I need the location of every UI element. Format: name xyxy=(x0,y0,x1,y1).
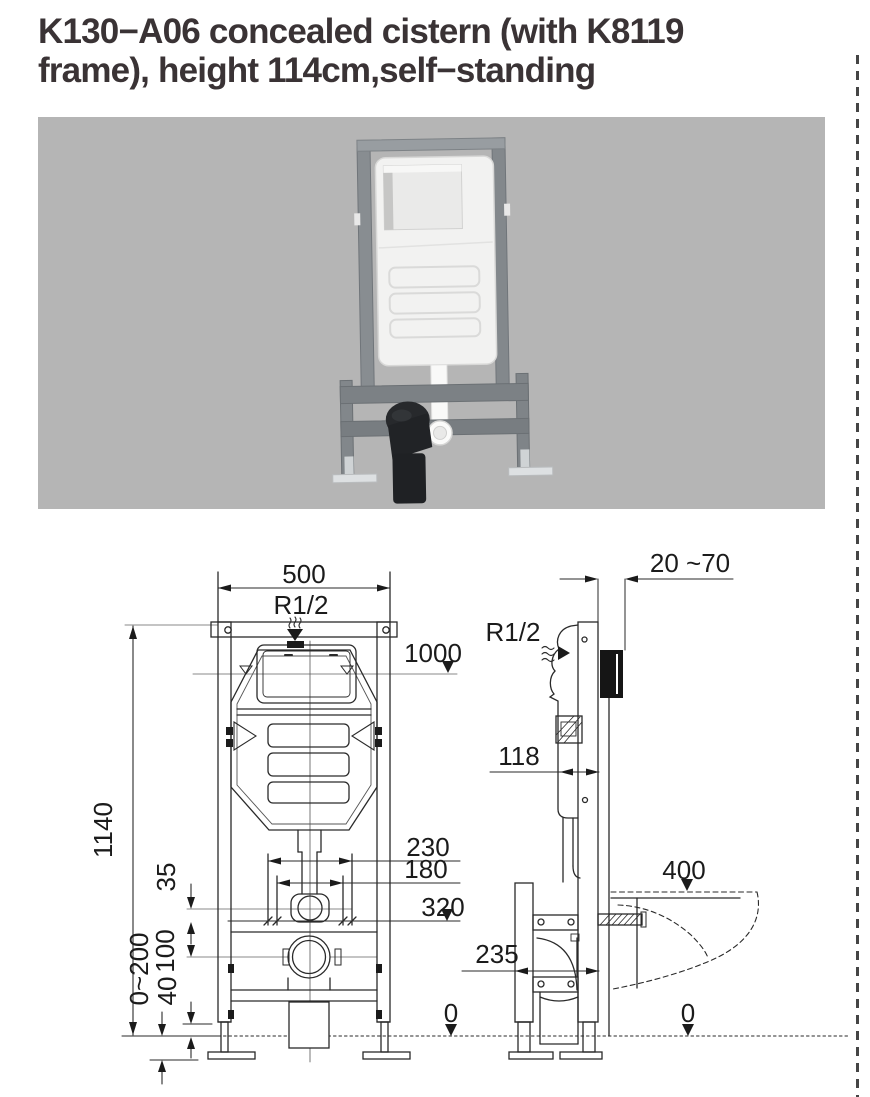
lower-brace xyxy=(532,976,579,993)
fixing-rod xyxy=(597,913,643,926)
flush-bend-housing xyxy=(290,893,330,923)
lower-crossbar-top xyxy=(339,382,529,405)
product-photo xyxy=(38,117,825,509)
side-view xyxy=(461,578,759,1060)
cistern-rib xyxy=(388,291,481,315)
dim-inlet-front: R1/2 xyxy=(274,590,329,620)
right-foot-plate xyxy=(508,466,554,477)
water-inlet-squiggle xyxy=(288,616,302,629)
rear-foot-plate xyxy=(559,1051,603,1060)
dim-40: 40 xyxy=(152,977,182,1006)
rail-clip xyxy=(504,203,511,216)
drain-elbow-body xyxy=(387,413,433,460)
cistern-seam xyxy=(378,241,493,249)
screw-hole xyxy=(581,796,589,804)
rail-clip xyxy=(354,213,361,226)
frame-left-rail xyxy=(217,621,232,1023)
left-foot-post xyxy=(344,456,354,477)
cistern-outline xyxy=(230,649,378,831)
front-view-arrows xyxy=(129,584,457,1072)
dimension-labels: 500 R1/2 1000 1140 230 180 320 35 100 40… xyxy=(88,550,730,1028)
dim-180: 180 xyxy=(404,854,447,884)
access-box-side xyxy=(383,165,394,230)
water-inlet-squiggle xyxy=(541,645,555,663)
drain-pipe xyxy=(392,453,427,504)
fill-valve xyxy=(555,715,583,744)
floor-level-marker xyxy=(445,1024,457,1036)
product-title-line2: frame), height 114cm,self−standing xyxy=(38,51,596,90)
access-panel xyxy=(256,644,357,704)
drain-elbow-highlight xyxy=(391,409,412,422)
front-foot-plate xyxy=(508,1051,554,1060)
side-floor-level: 0 xyxy=(681,998,695,1028)
frame-top-rail xyxy=(210,621,398,638)
dim-1000: 1000 xyxy=(404,638,462,668)
water-level-mark xyxy=(340,665,354,675)
floor-level-marker xyxy=(682,1024,694,1036)
frame-top-bar xyxy=(356,137,506,152)
drain-pipe-front xyxy=(288,1001,330,1049)
level-320-marker xyxy=(441,909,453,921)
inlet-arrow xyxy=(558,646,570,660)
screw-hole xyxy=(382,626,390,634)
product-title-line1: K130−A06 concealed cistern (with K8119 xyxy=(38,12,684,51)
drain-outlet-outer xyxy=(287,935,331,979)
bowl-height-marker xyxy=(681,879,693,891)
inlet-arrow xyxy=(287,629,303,641)
side-view-arrows xyxy=(515,575,694,1036)
cistern-rib xyxy=(267,781,350,804)
dim-500: 500 xyxy=(282,559,325,589)
page-cut-divider xyxy=(856,55,859,1097)
dim-100: 100 xyxy=(150,929,180,972)
flush-bend-outlet xyxy=(297,895,323,921)
front-floor-level: 0 xyxy=(444,998,458,1028)
level-1000-marker xyxy=(442,661,454,673)
left-foot-plate xyxy=(207,1051,256,1060)
dim-20-70: 20 ~70 xyxy=(650,550,730,578)
dim-320: 320 xyxy=(421,892,464,922)
rail-profile xyxy=(577,621,599,1023)
side-clip-left xyxy=(233,720,258,752)
cistern-profile xyxy=(548,624,579,819)
inlet-stub xyxy=(287,641,304,648)
right-foot-post xyxy=(520,449,530,470)
screw-hole xyxy=(224,626,232,634)
dim-inlet-side: R1/2 xyxy=(486,617,541,647)
flush-outlet-hole xyxy=(433,425,448,440)
cistern-access-box xyxy=(382,163,463,231)
frame-left-rail xyxy=(356,143,375,395)
front-view xyxy=(121,571,849,1085)
dim-400: 400 xyxy=(662,855,705,885)
product-title: K130−A06 concealed cistern (with K8119 f… xyxy=(38,12,818,90)
technical-drawing: 500 R1/2 1000 1140 230 180 320 35 100 40… xyxy=(88,550,849,1085)
water-level-mark xyxy=(239,665,253,675)
upper-brace xyxy=(532,914,579,931)
dim-235: 235 xyxy=(475,939,518,969)
dim-118: 118 xyxy=(498,741,539,771)
dim-1140: 1140 xyxy=(88,802,118,858)
product-photo-render xyxy=(332,137,554,504)
flush-plate xyxy=(600,650,623,698)
cistern-rib xyxy=(267,723,350,748)
drain-elbow-side xyxy=(536,937,578,991)
dim-35: 35 xyxy=(151,863,181,892)
side-clip-right xyxy=(350,720,375,752)
drain-outlet-inner xyxy=(291,939,327,975)
dim-230: 230 xyxy=(406,832,449,862)
right-foot-plate xyxy=(362,1051,411,1060)
cistern-rib xyxy=(388,265,481,289)
frame-right-rail xyxy=(376,621,391,1023)
access-box-top xyxy=(383,164,462,173)
left-foot-plate xyxy=(332,473,378,484)
screw-hole xyxy=(581,636,588,643)
cistern-rib xyxy=(389,317,482,339)
cistern-rib xyxy=(267,752,350,777)
toilet-bowl-outline xyxy=(610,891,759,990)
dim-0-200: 0~200 xyxy=(124,932,154,1005)
